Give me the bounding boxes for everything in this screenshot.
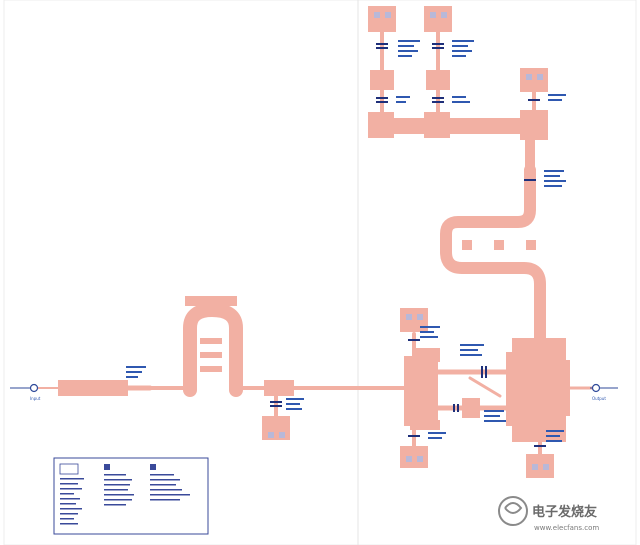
watermark-logo-icon (498, 496, 528, 526)
output-port: Output (590, 383, 618, 401)
watermark: 电子发烧友 www.elecfans.com (498, 496, 599, 532)
watermark-domain: www.elecfans.com (534, 524, 599, 532)
bias-feed (440, 164, 546, 344)
top-bias-network (368, 6, 548, 181)
watermark-text: 电子发烧友 (532, 504, 597, 520)
component-annotations (126, 40, 566, 442)
output-port-label: Output (592, 396, 606, 401)
signal-path (35, 380, 594, 396)
input-port-label: Input (30, 396, 41, 401)
mid-shunt-stub (262, 394, 290, 440)
input-port: Input (10, 383, 41, 401)
amplifier-block (404, 338, 570, 442)
parameter-box (53, 457, 209, 535)
hairpin-resonator (183, 296, 243, 397)
sheet-border (3, 0, 637, 545)
block-pads (400, 308, 554, 478)
